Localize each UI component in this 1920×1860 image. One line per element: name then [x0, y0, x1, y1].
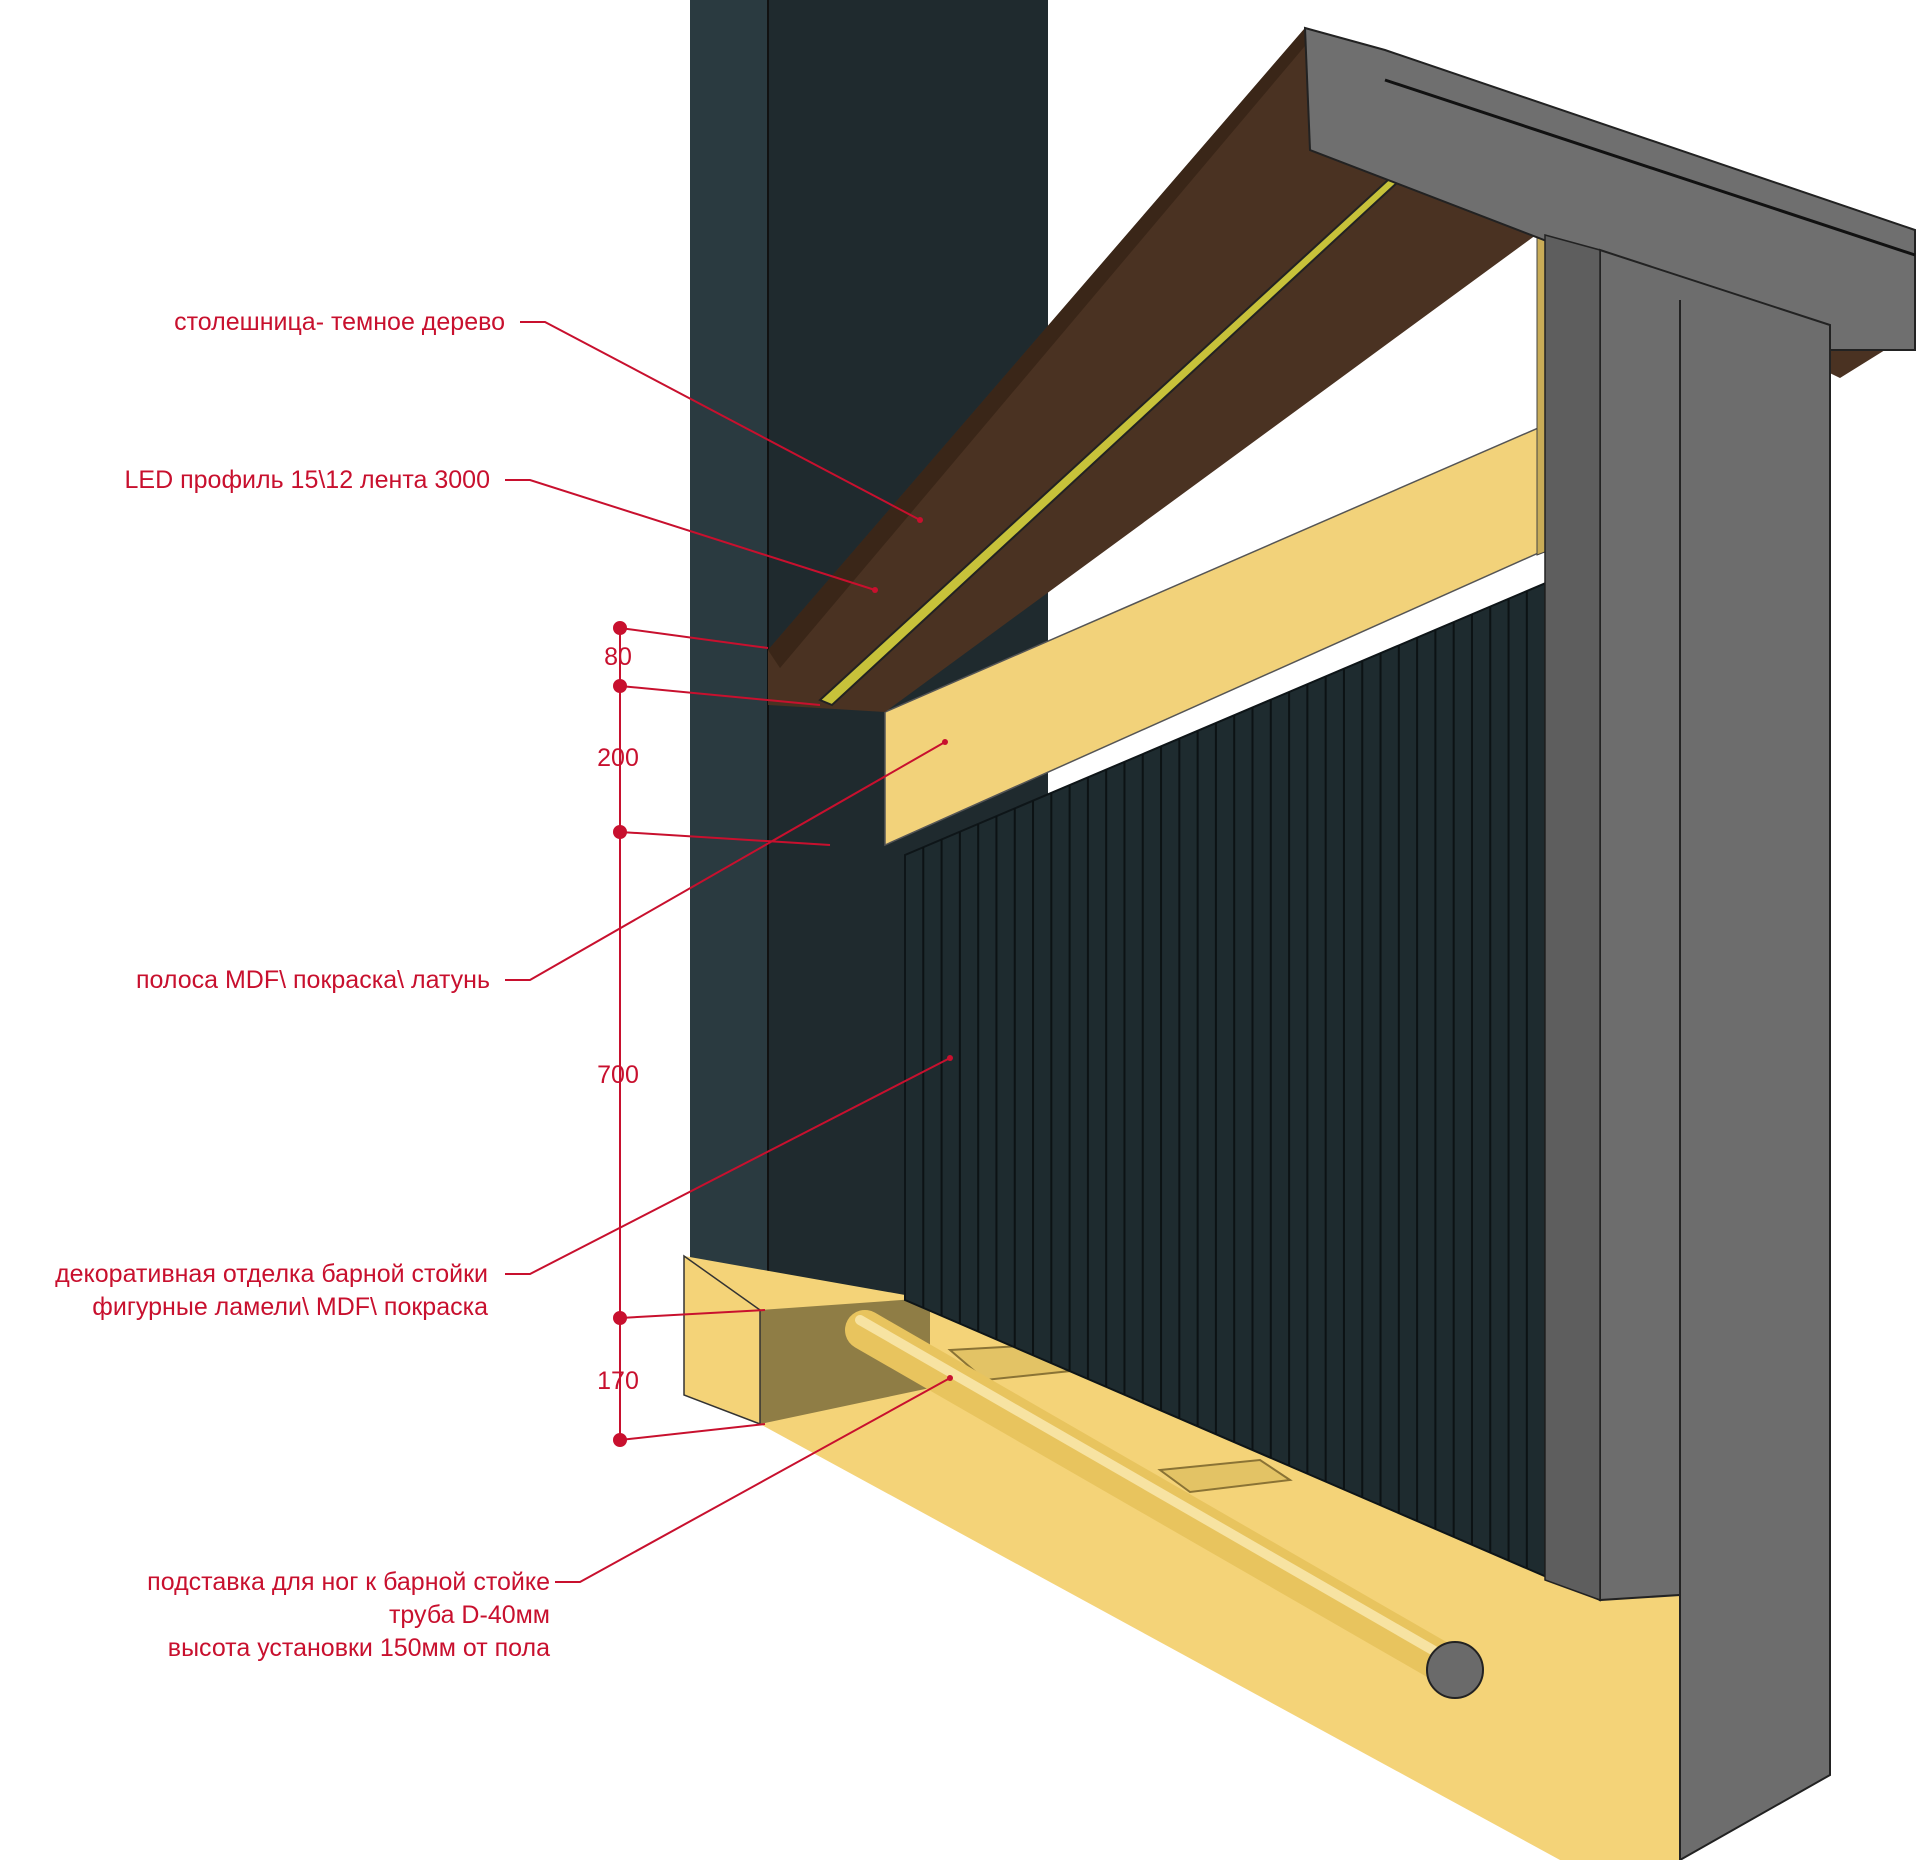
- leader-lines: [505, 321, 951, 1583]
- slat-lines: [922, 567, 1583, 1593]
- decor-label-line1: декоративная отделка барной стойки: [55, 1260, 488, 1288]
- footrest-label-line3: высота установки 150мм от пола: [167, 1634, 550, 1662]
- decor-label-line2: фигурные ламели\ MDF\ покраска: [92, 1293, 488, 1321]
- countertop-front-edge: [768, 28, 1310, 668]
- footrest-tube: [845, 1310, 1475, 1690]
- brass-strip-label: полоса MDF\ покраска\ латунь: [135, 966, 490, 994]
- footrest-label-line1: подставка для ног к барной стойке: [147, 1568, 550, 1596]
- countertop-label: столешница- темное дерево: [174, 308, 505, 336]
- dimension-top: 80: [604, 643, 632, 671]
- frame-groove: [1384, 78, 1916, 257]
- footrest-label: подставка для ног к барной стойке труба …: [147, 1566, 550, 1665]
- footrest-label-line2: труба D-40мм: [388, 1601, 550, 1629]
- dimension-plinth: 170: [597, 1367, 639, 1395]
- frame-top: [1303, 26, 1916, 351]
- leader-tips: [872, 517, 953, 1381]
- dimension-chain: [613, 621, 831, 1447]
- frame-inner-post: [1544, 234, 1601, 1602]
- decor-label: декоративная отделка барной стойки фигур…: [55, 1258, 488, 1324]
- led-profile-label: LED профиль 15\12 лента 3000: [124, 466, 490, 494]
- column-side-face: [690, 0, 768, 1320]
- plinth-top-face: [684, 1256, 1680, 1860]
- dimension-panel: 700: [597, 1061, 639, 1089]
- footrest-tube-end: [1426, 1641, 1484, 1699]
- dimension-strip: 200: [597, 744, 639, 772]
- footrest-tube-highlight: [855, 1315, 1455, 1665]
